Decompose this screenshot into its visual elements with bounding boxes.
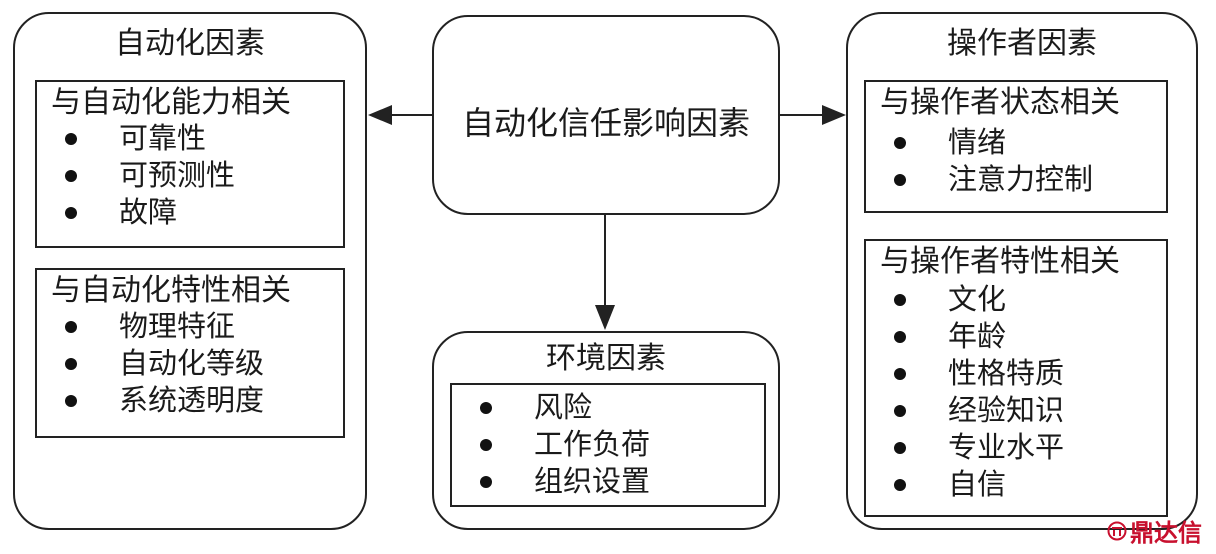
list-item: 自动化等级 — [37, 345, 343, 382]
list-item: 专业水平 — [866, 429, 1166, 466]
trust-factors-title: 自动化信任影响因素 — [461, 104, 750, 142]
operator-factors-title: 操作者因素 — [947, 26, 1097, 61]
list-item: 可预测性 — [37, 157, 343, 194]
operator-characteristic-list: 文化 年龄 性格特质 经验知识 专业水平 自信 — [866, 281, 1166, 503]
watermark-logo: 鼎达信 — [1107, 513, 1202, 548]
automation-factors-box: 自动化因素 与自动化能力相关 可靠性 可预测性 故障 与自动化特性相关 物理特征… — [13, 12, 367, 530]
bullet-icon — [65, 395, 77, 407]
watermark-seal-icon — [1107, 521, 1127, 540]
trust-factors-center-box: 自动化信任影响因素 — [432, 15, 780, 215]
bullet-icon — [894, 479, 906, 491]
bullet-icon — [894, 405, 906, 417]
bullet-icon — [65, 170, 77, 182]
environment-factors-title: 环境因素 — [546, 341, 666, 376]
list-item: 物理特征 — [37, 308, 343, 345]
bullet-icon — [65, 358, 77, 370]
automation-capability-list: 可靠性 可预测性 故障 — [37, 120, 343, 231]
bullet-icon — [65, 133, 77, 145]
operator-state-group: 与操作者状态相关 情绪 注意力控制 — [864, 80, 1168, 213]
automation-characteristic-group: 与自动化特性相关 物理特征 自动化等级 系统透明度 — [35, 268, 345, 438]
list-item: 注意力控制 — [866, 161, 1166, 198]
list-item: 工作负荷 — [452, 426, 764, 463]
list-item: 经验知识 — [866, 392, 1166, 429]
bullet-icon — [480, 476, 492, 488]
list-item: 文化 — [866, 281, 1166, 318]
list-item: 风险 — [452, 389, 764, 426]
bullet-icon — [894, 137, 906, 149]
list-item: 性格特质 — [866, 355, 1166, 392]
automation-capability-group: 与自动化能力相关 可靠性 可预测性 故障 — [35, 80, 345, 248]
environment-group: 风险 工作负荷 组织设置 — [450, 383, 766, 507]
automation-capability-title: 与自动化能力相关 — [51, 85, 291, 120]
list-item: 系统透明度 — [37, 382, 343, 419]
arrow-to-environment — [595, 214, 615, 330]
bullet-icon — [894, 368, 906, 380]
bullet-icon — [480, 402, 492, 414]
list-item: 组织设置 — [452, 463, 764, 500]
list-item: 年龄 — [866, 318, 1166, 355]
bullet-icon — [894, 294, 906, 306]
bullet-icon — [480, 439, 492, 451]
operator-state-title: 与操作者状态相关 — [880, 85, 1120, 120]
bullet-icon — [65, 321, 77, 333]
bullet-icon — [65, 207, 77, 219]
operator-factors-box: 操作者因素 与操作者状态相关 情绪 注意力控制 与操作者特性相关 文化 年龄 性… — [846, 12, 1198, 530]
arrow-to-automation — [368, 105, 432, 125]
operator-state-list: 情绪 注意力控制 — [866, 124, 1166, 198]
list-item: 可靠性 — [37, 120, 343, 157]
environment-factors-box: 环境因素 风险 工作负荷 组织设置 — [432, 331, 780, 530]
automation-characteristic-list: 物理特征 自动化等级 系统透明度 — [37, 308, 343, 419]
watermark-text: 鼎达信 — [1130, 519, 1202, 547]
list-item: 故障 — [37, 194, 343, 231]
operator-characteristic-group: 与操作者特性相关 文化 年龄 性格特质 经验知识 专业水平 自信 — [864, 239, 1168, 517]
list-item: 情绪 — [866, 124, 1166, 161]
operator-characteristic-title: 与操作者特性相关 — [880, 244, 1120, 279]
list-item: 自信 — [866, 466, 1166, 503]
arrow-to-operator — [780, 105, 846, 125]
automation-factors-title: 自动化因素 — [115, 26, 265, 61]
environment-list: 风险 工作负荷 组织设置 — [452, 389, 764, 500]
bullet-icon — [894, 174, 906, 186]
bullet-icon — [894, 331, 906, 343]
bullet-icon — [894, 442, 906, 454]
automation-characteristic-title: 与自动化特性相关 — [51, 273, 291, 308]
